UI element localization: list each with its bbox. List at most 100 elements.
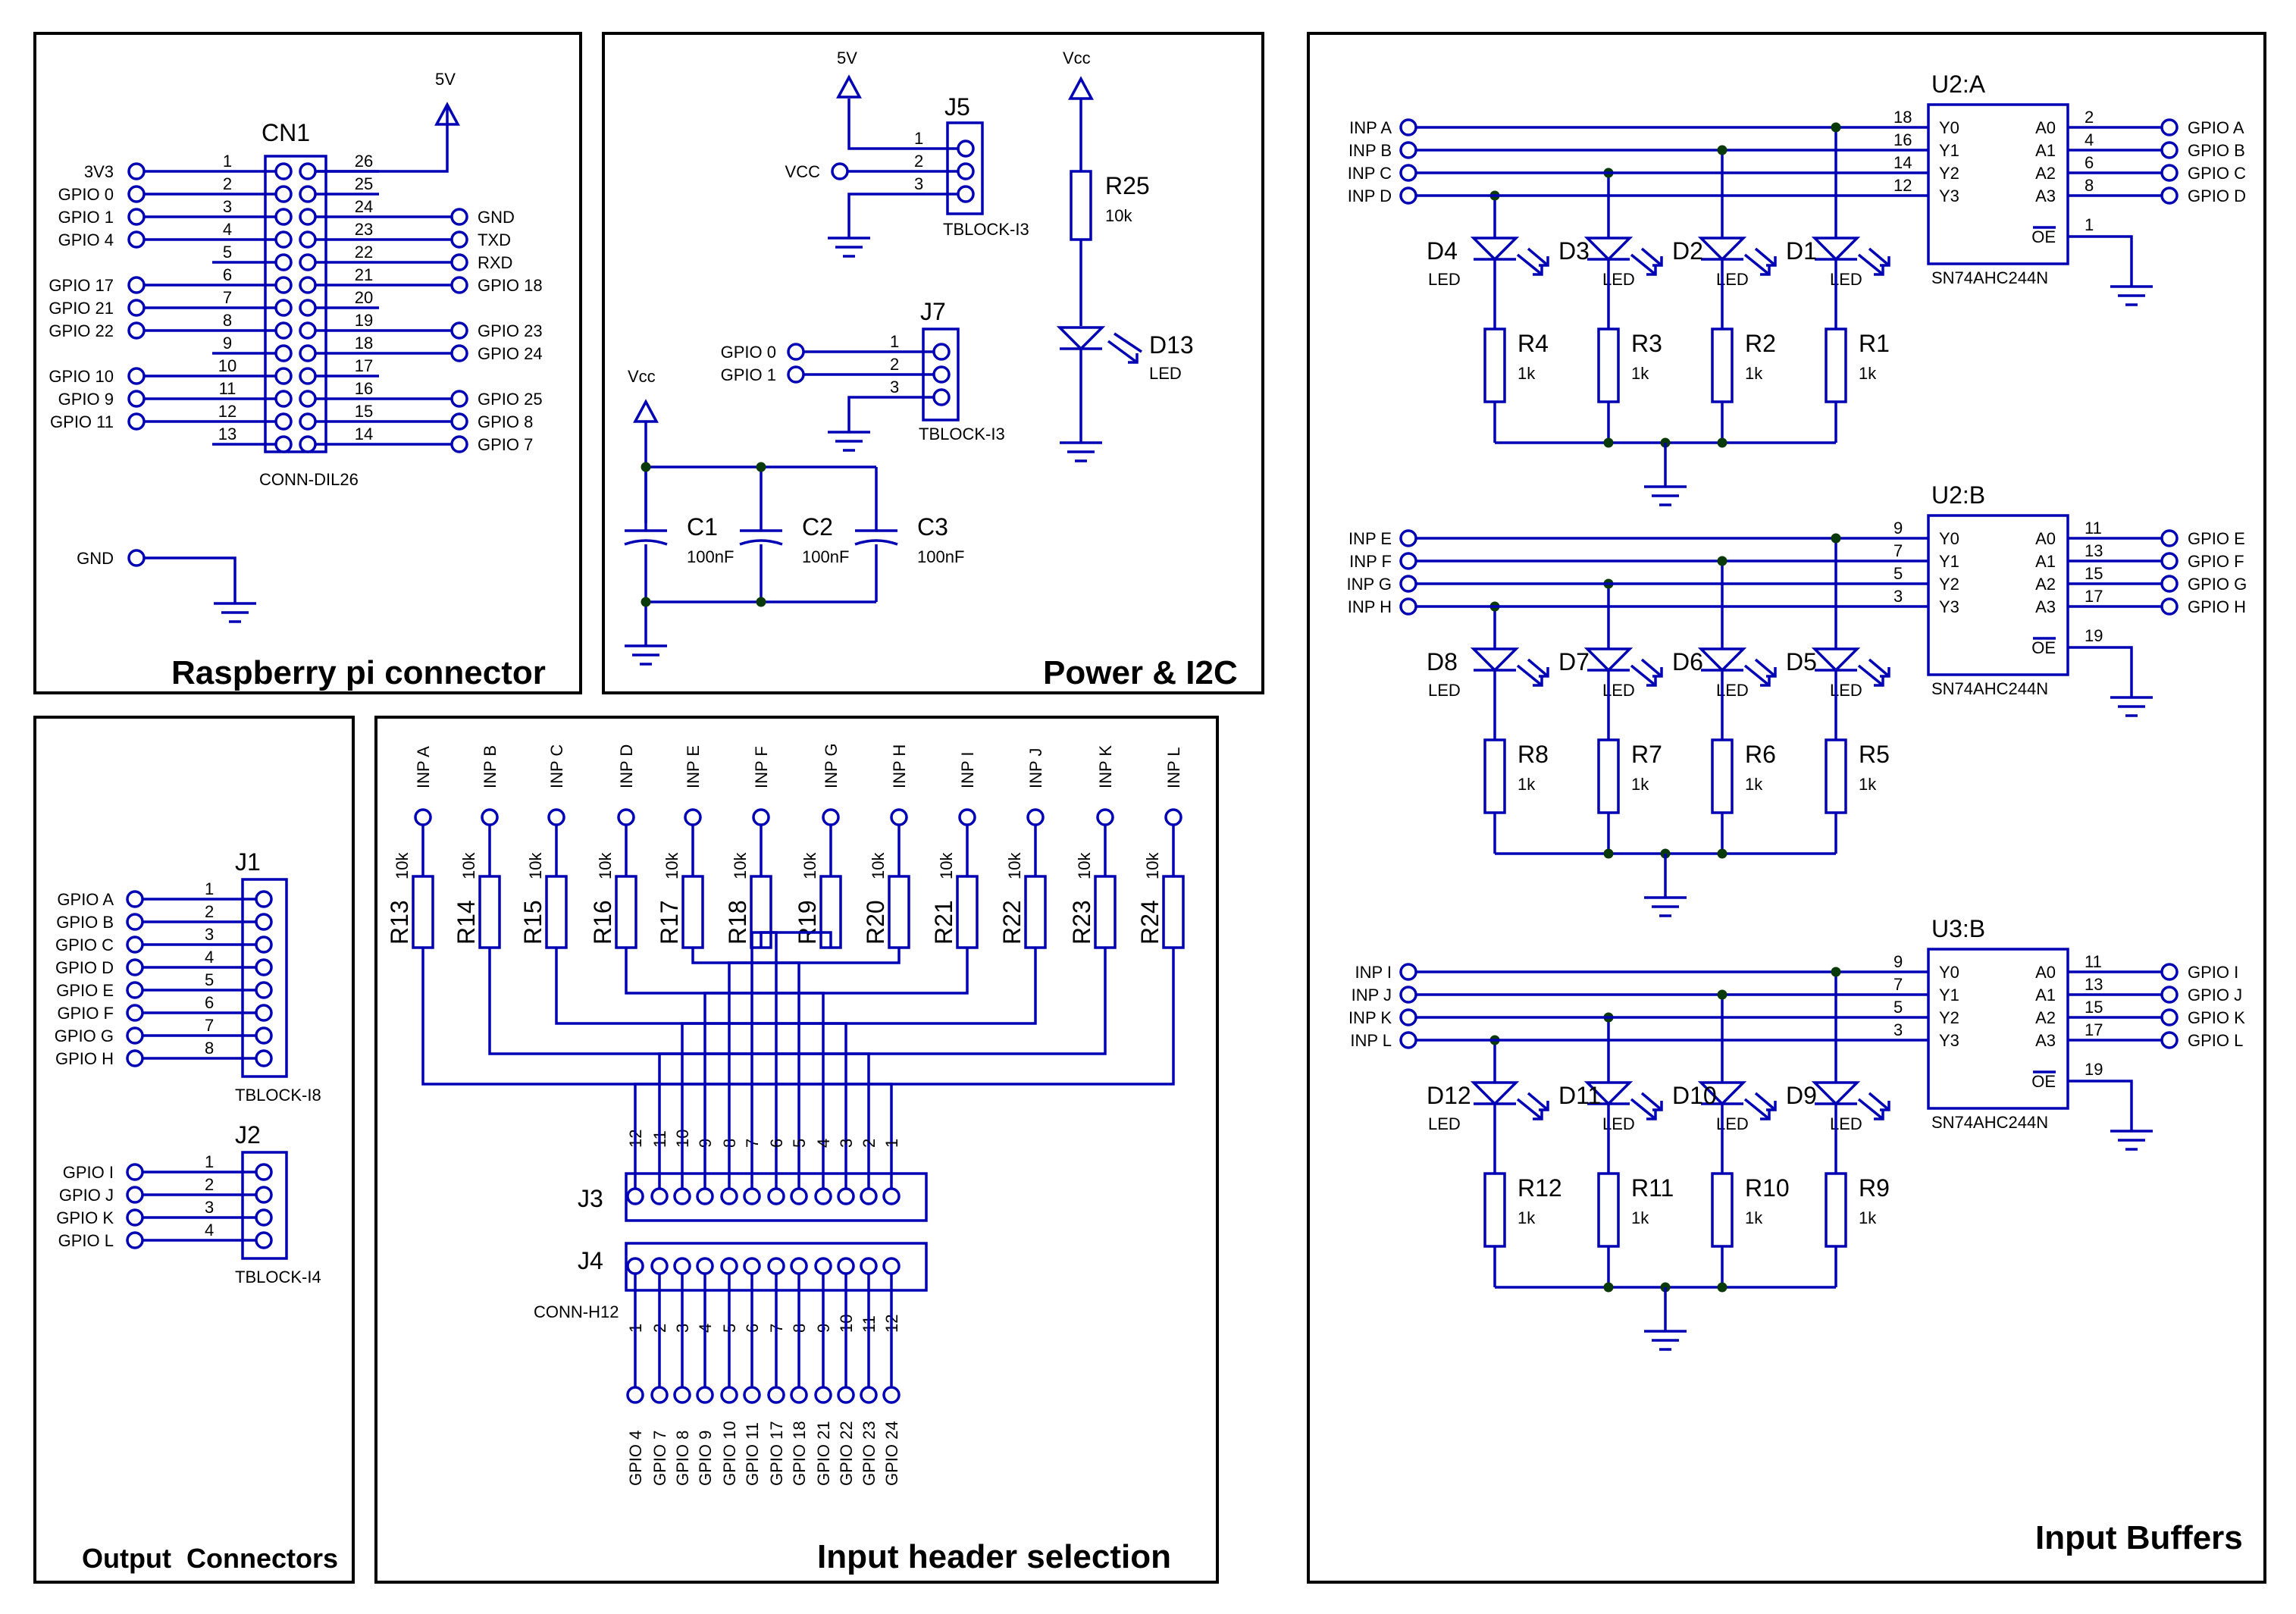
j7-pin-number: 1 bbox=[890, 332, 899, 351]
resistor-ref: R19 bbox=[794, 900, 821, 945]
output-terminal bbox=[2160, 1031, 2179, 1049]
pulldown-resistor bbox=[478, 875, 501, 949]
resistor-value: 10k bbox=[1075, 852, 1094, 879]
j1-pin bbox=[255, 913, 273, 931]
led-symbol bbox=[1583, 237, 1663, 276]
j7-net-terminal bbox=[787, 365, 805, 384]
output-net-label: GPIO G bbox=[2188, 575, 2247, 594]
buffer-ic-body bbox=[1927, 514, 2069, 676]
output-terminal bbox=[2160, 529, 2179, 547]
j5-pin bbox=[957, 185, 975, 203]
input-net-label: INP D bbox=[617, 744, 636, 788]
led-resistor bbox=[1483, 738, 1506, 814]
light-arrow bbox=[1868, 1092, 1890, 1111]
capacitor-plate bbox=[739, 539, 783, 546]
wire bbox=[728, 948, 901, 1189]
led-symbol bbox=[1811, 237, 1890, 276]
input-net-label: INP C bbox=[547, 744, 566, 788]
led-symbol bbox=[1470, 647, 1549, 687]
capacitor-ref: C3 bbox=[917, 513, 948, 541]
j1-net-terminal bbox=[126, 1004, 144, 1022]
ground-symbol bbox=[1644, 485, 1687, 506]
buffer-pin-name: A3 bbox=[2035, 1031, 2056, 1050]
cn1-pin bbox=[299, 230, 317, 249]
cn1-net-label: GPIO 24 bbox=[478, 344, 543, 363]
cn1-pin bbox=[299, 185, 317, 203]
j2-pin bbox=[255, 1231, 273, 1249]
buffer-pin-name: Y0 bbox=[1939, 118, 1959, 137]
pulldown-resistor bbox=[412, 875, 434, 949]
output-terminal bbox=[2160, 164, 2179, 182]
resistor-value: 10k bbox=[393, 852, 412, 879]
buffer-ic-ref: U2:B bbox=[1931, 481, 1985, 509]
input-terminal bbox=[890, 808, 908, 826]
cn1-pin bbox=[299, 208, 317, 226]
j4-pin bbox=[696, 1257, 714, 1275]
led-ref: D10 bbox=[1672, 1082, 1717, 1109]
resistor-ref: R21 bbox=[930, 900, 957, 945]
led-ref: D6 bbox=[1672, 648, 1703, 675]
buffer-pin-name: Y0 bbox=[1939, 963, 1959, 982]
buffer-ic-part: SN74AHC244N bbox=[1931, 1113, 2048, 1132]
output-terminal bbox=[2160, 597, 2179, 616]
buffer-pin-number: 9 bbox=[1893, 952, 1903, 971]
ground-symbol bbox=[625, 644, 667, 666]
light-arrow bbox=[1640, 658, 1663, 678]
input-net-label: INP E bbox=[1348, 529, 1392, 548]
input-terminal bbox=[1399, 529, 1417, 547]
buffer-oe-label: OE bbox=[2031, 1072, 2056, 1091]
buffer-pin-name: A1 bbox=[2035, 986, 2056, 1004]
gpio-terminal bbox=[767, 1386, 785, 1404]
buffer-pin-name: Y2 bbox=[1939, 164, 1959, 183]
light-arrow-head bbox=[1766, 1101, 1777, 1111]
light-arrow bbox=[1743, 253, 1771, 276]
cn1-pin-number: 26 bbox=[355, 152, 373, 171]
cn1-pin bbox=[274, 208, 293, 226]
buffer-pin-number: 7 bbox=[1893, 541, 1903, 560]
j7-net-terminal bbox=[787, 343, 805, 361]
light-arrow bbox=[1630, 253, 1657, 276]
cn1-net-label: GPIO 11 bbox=[50, 412, 114, 431]
buffer-pin-number: 13 bbox=[2085, 975, 2103, 994]
j3-pin-number: 2 bbox=[860, 1139, 879, 1148]
j1-net-terminal bbox=[126, 981, 144, 999]
resistor-ref: R15 bbox=[519, 900, 547, 945]
buffer-pin-name: Y0 bbox=[1939, 529, 1959, 548]
gpio-net-label: GPIO 18 bbox=[790, 1421, 809, 1486]
input-net-label: INP F bbox=[752, 746, 771, 788]
j3-pin bbox=[696, 1187, 714, 1205]
output-terminal bbox=[2160, 118, 2179, 136]
light-arrow-head bbox=[1646, 676, 1657, 687]
j4-pin bbox=[767, 1257, 785, 1275]
buffer-ic-part: SN74AHC244N bbox=[1931, 268, 2048, 287]
vcc-terminal bbox=[831, 162, 849, 180]
cn1-pin-number: 16 bbox=[355, 379, 373, 398]
j7-pin-number: 3 bbox=[890, 378, 899, 396]
j1-pin bbox=[255, 1026, 273, 1045]
input-net-label: INP B bbox=[481, 745, 500, 788]
ground-symbol bbox=[1644, 896, 1687, 917]
input-net-label: INP L bbox=[1350, 1031, 1392, 1050]
led-resistor bbox=[1597, 328, 1620, 403]
buffer-pin-number: 12 bbox=[1893, 176, 1912, 195]
light-arrow-head bbox=[1880, 667, 1890, 678]
resistor-ref: R10 bbox=[1745, 1174, 1790, 1202]
cn1-net-label: GPIO 9 bbox=[58, 390, 114, 409]
resistor-ref: R20 bbox=[862, 900, 889, 945]
light-arrow bbox=[1868, 658, 1890, 678]
cn1-pin-number: 2 bbox=[223, 174, 232, 193]
j7-pin bbox=[932, 343, 951, 361]
buffer-pin-number: 4 bbox=[2085, 130, 2094, 149]
cn1-pin bbox=[274, 344, 293, 362]
junction-dot bbox=[1717, 848, 1727, 859]
cn1-net-label: GPIO 7 bbox=[478, 435, 533, 454]
j2-pin bbox=[255, 1208, 273, 1227]
input-terminal bbox=[1026, 808, 1045, 826]
cn1-net-terminal bbox=[127, 321, 146, 340]
j5-pin-number: 2 bbox=[914, 152, 923, 171]
output-net-label: GPIO K bbox=[2188, 1008, 2245, 1027]
input-net-label: INP G bbox=[822, 743, 841, 788]
